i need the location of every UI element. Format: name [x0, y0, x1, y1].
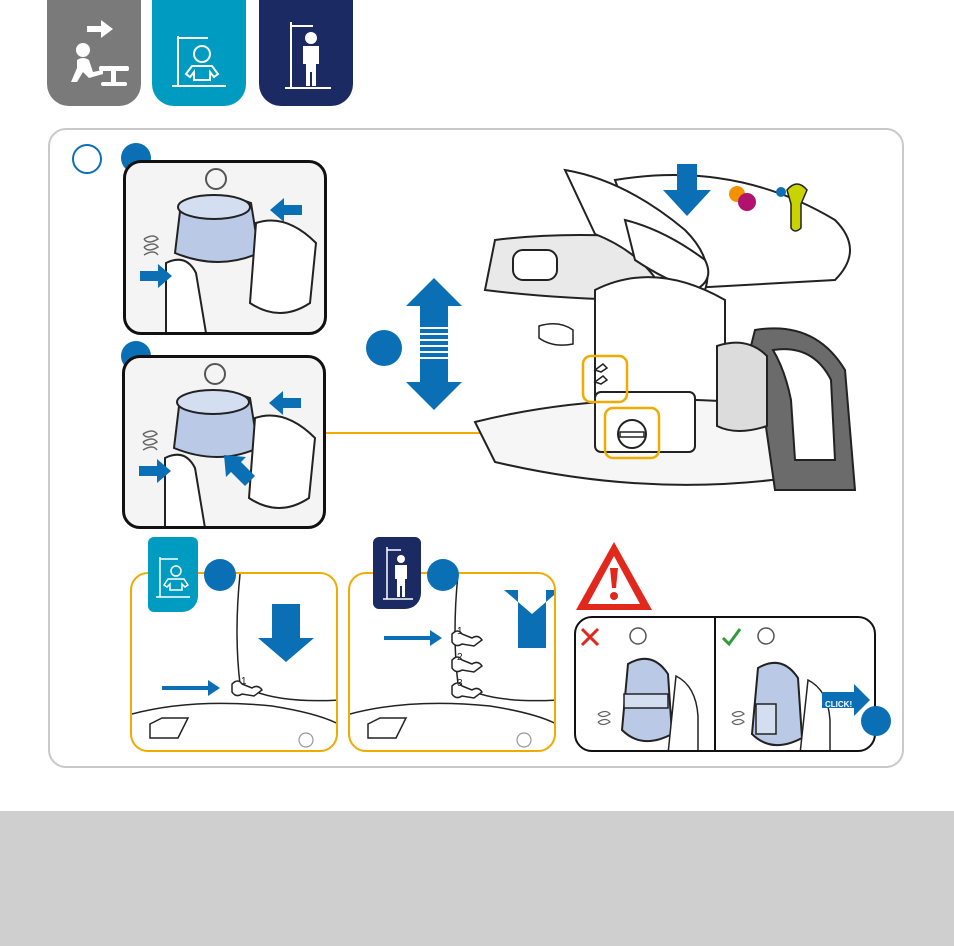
child-mode-badge — [373, 537, 421, 609]
step-marker-outline — [72, 144, 102, 174]
step-marker-click — [861, 706, 891, 736]
mode-tile-child — [259, 0, 353, 106]
child-height-icon — [259, 0, 353, 106]
up-down-arrow-icon — [406, 278, 462, 410]
mode-tile-table — [47, 0, 141, 106]
knob-squeeze-illustration — [126, 163, 326, 333]
step-marker-adjust — [366, 330, 402, 366]
mode-tile-baby — [152, 0, 246, 106]
click-label: CLICK! — [825, 700, 852, 709]
highchair-tray-illustration — [455, 150, 875, 510]
notch-label-2: 2 — [457, 652, 463, 663]
knob-squeeze-inset — [123, 160, 327, 335]
warning-triangle-icon — [574, 540, 654, 612]
child-at-table-icon — [47, 0, 141, 106]
lock-comparison-panel: CLICK! — [574, 616, 876, 752]
baby-height-icon — [148, 537, 198, 612]
notch-label-3: 3 — [457, 678, 463, 689]
step-marker-baby — [204, 559, 236, 591]
knob-push-inset — [122, 355, 326, 529]
knob-push-illustration — [125, 358, 325, 528]
baby-height-icon — [152, 0, 246, 106]
check-mark-icon — [720, 626, 742, 648]
notch-label-1: 1 — [457, 626, 463, 637]
notch-label: 1 — [241, 676, 247, 687]
page-footer — [0, 811, 954, 946]
cross-mark-icon — [579, 626, 601, 648]
baby-mode-badge — [148, 537, 198, 612]
step-marker-child — [427, 559, 459, 591]
child-height-icon — [373, 537, 421, 609]
